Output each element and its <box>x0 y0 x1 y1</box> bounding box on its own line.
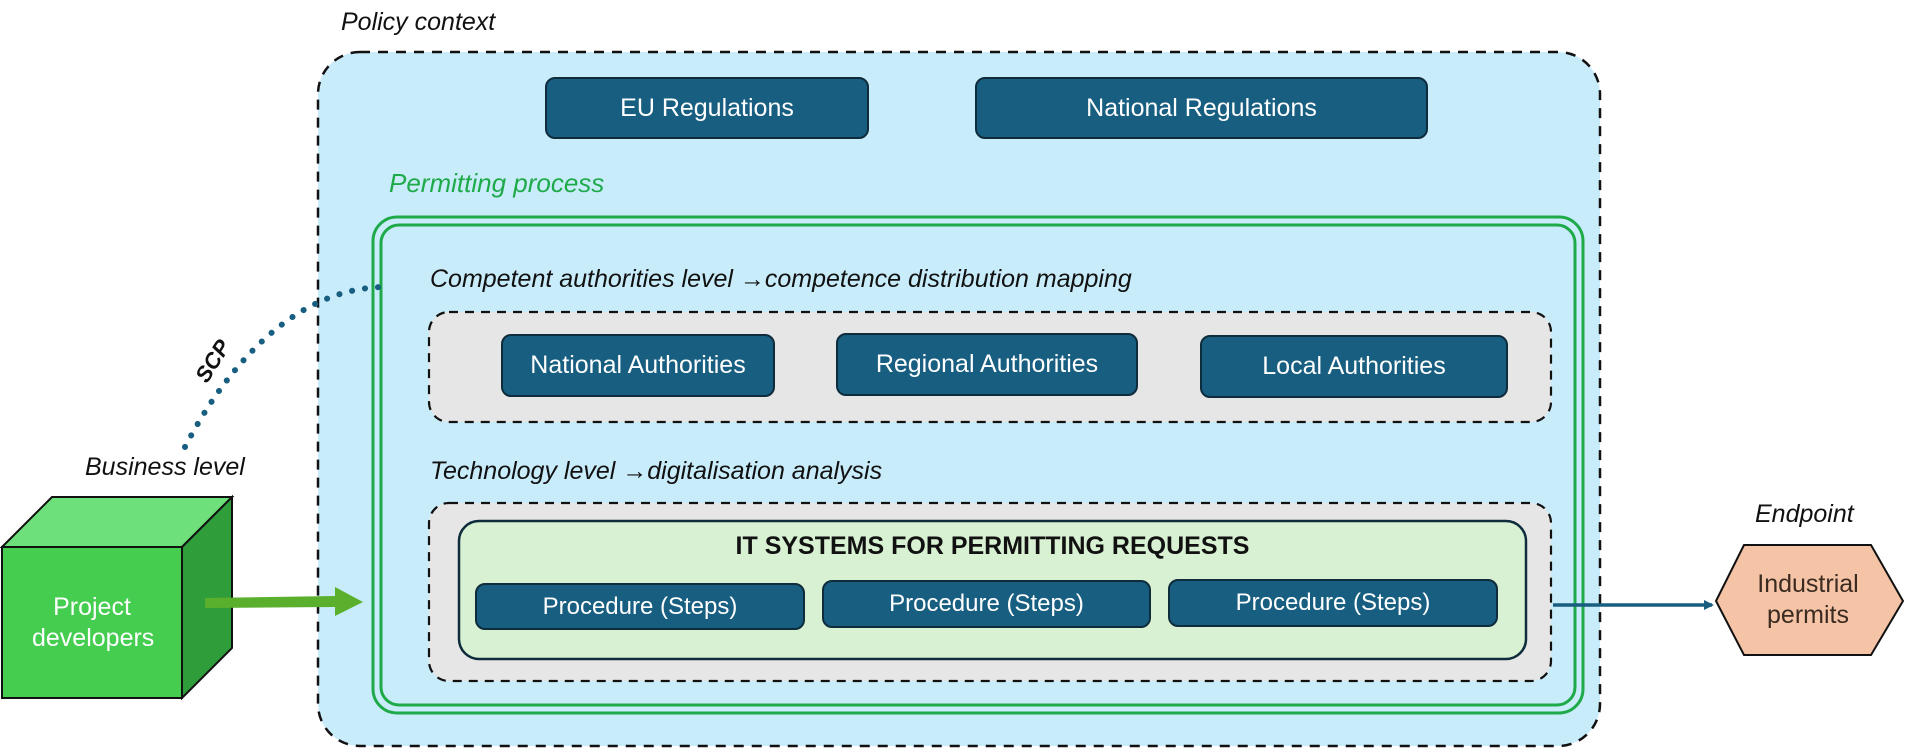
green-arrow <box>205 587 363 616</box>
national-regulations-box: National Regulations <box>975 77 1428 139</box>
endpoint-label: Endpoint <box>1755 500 1854 528</box>
technology-level-label: Technology level →digitalisation analysi… <box>430 457 883 485</box>
permitting-process-label: Permitting process <box>389 168 605 198</box>
procedure-box-3: Procedure (Steps) <box>1168 579 1498 627</box>
procedure-box-1: Procedure (Steps) <box>475 583 805 630</box>
it-systems-title: IT SYSTEMS FOR PERMITTING REQUESTS <box>735 532 1250 560</box>
project-developers-label: Project developers <box>32 593 155 652</box>
eu-regulations-box: EU Regulations <box>545 77 869 139</box>
procedure-box-2: Procedure (Steps) <box>822 580 1151 628</box>
regional-authorities-box: Regional Authorities <box>836 333 1138 396</box>
business-level-label: Business level <box>85 453 245 481</box>
permitting-process-outer-border <box>371 215 1585 715</box>
policy-context-label: Policy context <box>341 8 496 36</box>
industrial-permits-label: Industrial permits <box>1757 570 1859 629</box>
scp-connector <box>182 283 393 450</box>
local-authorities-box: Local Authorities <box>1200 335 1508 398</box>
national-authorities-box: National Authorities <box>501 334 775 397</box>
permitting-process-inner-border <box>379 223 1577 707</box>
competent-authorities-label: Competent authorities level →competence … <box>430 265 1132 293</box>
industrial-permits-hexagon <box>1714 544 1905 656</box>
project-developers-cube <box>0 494 235 701</box>
